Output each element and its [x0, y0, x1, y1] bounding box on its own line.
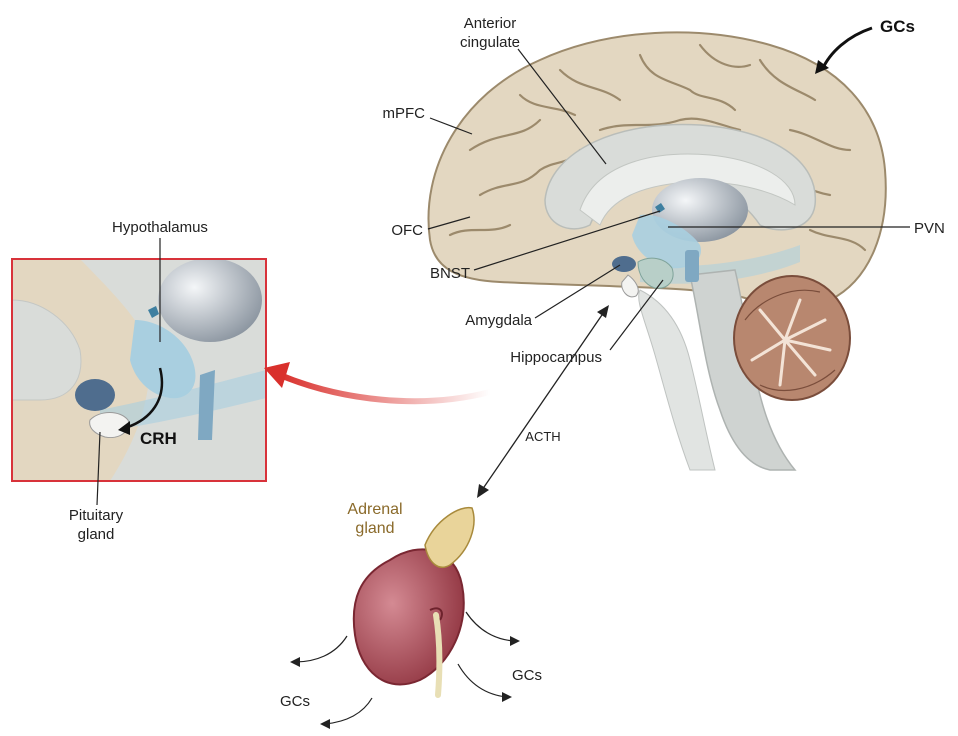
- inset-panel: [12, 238, 266, 505]
- label-pituitary-2: gland: [78, 526, 115, 543]
- label-gcs-right: GCs: [512, 667, 542, 684]
- label-gcs-left: GCs: [280, 693, 310, 710]
- cerebellum: [734, 276, 850, 400]
- kidney: [354, 549, 464, 684]
- acth-arrowhead-top: [597, 305, 609, 318]
- adrenal-gland: [425, 508, 474, 568]
- acth-arrow: [482, 312, 604, 490]
- label-amygdala: Amygdala: [465, 312, 532, 329]
- label-acth: ACTH: [525, 429, 560, 444]
- label-mpfc: mPFC: [383, 105, 426, 122]
- label-anterior-cingulate-1: Anterior: [464, 15, 517, 32]
- zoom-arrow: [280, 375, 490, 401]
- label-gcs-top: GCs: [880, 17, 915, 36]
- label-bnst: BNST: [430, 265, 470, 282]
- label-adrenal-2: gland: [355, 520, 394, 537]
- amygdala: [612, 256, 636, 272]
- gcs-arrow-upper-right: [466, 612, 515, 641]
- label-adrenal-1: Adrenal: [347, 501, 402, 518]
- blue-column: [685, 250, 699, 282]
- gcs-arrow-lower-left: [325, 698, 372, 724]
- gcs-arrow-upper-left: [295, 636, 347, 662]
- acth-arrowhead-bottom: [477, 484, 489, 498]
- ureter: [436, 615, 439, 695]
- label-pvn: PVN: [914, 220, 945, 237]
- gcs-arrow-lower-right: [458, 664, 507, 697]
- gcs-top-arrow: [822, 28, 872, 70]
- brain: [428, 32, 885, 470]
- label-hypothalamus: Hypothalamus: [112, 219, 208, 236]
- label-hippocampus: Hippocampus: [510, 349, 602, 366]
- label-ofc: OFC: [391, 222, 423, 239]
- label-pituitary-1: Pituitary: [69, 507, 124, 524]
- label-crh: CRH: [140, 429, 177, 448]
- label-anterior-cingulate-2: cingulate: [460, 34, 520, 51]
